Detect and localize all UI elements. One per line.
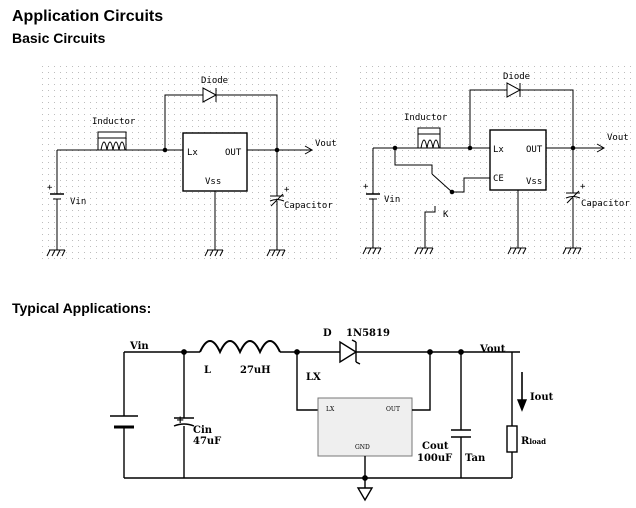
polarity-plus: + bbox=[176, 415, 184, 426]
ground-symbol bbox=[46, 249, 66, 257]
circuit-basic-2-labels: Diode Inductor Lx OUT CE Vss Vout Vin Ca… bbox=[363, 72, 630, 220]
heading-basic-circuits: Basic Circuits bbox=[12, 30, 106, 46]
wire bbox=[424, 206, 436, 248]
wire bbox=[520, 89, 574, 148]
label-cout: Cout bbox=[422, 441, 449, 452]
inductor-symbol bbox=[97, 131, 127, 151]
label-capacitor: Capacitor bbox=[284, 201, 333, 211]
ic-box bbox=[317, 397, 413, 457]
label-rload-sub: load bbox=[529, 437, 546, 446]
arrow bbox=[304, 145, 314, 155]
label-capacitor: Capacitor bbox=[581, 199, 630, 209]
circuit-typical-labels: Vin D 1N5819 Vout L 27uH LX LX OUT GND C… bbox=[129, 328, 554, 464]
label-l-value: 27uH bbox=[240, 365, 271, 376]
ground-symbol bbox=[356, 478, 374, 502]
label-switch-k: K bbox=[443, 210, 449, 220]
switch-arm bbox=[431, 173, 453, 193]
label-d: D bbox=[323, 328, 332, 339]
label-cin: Cin bbox=[193, 425, 213, 436]
ground-symbol bbox=[562, 247, 582, 255]
label-vin: Vin bbox=[129, 341, 149, 352]
resistor-symbol bbox=[506, 425, 518, 453]
label-iout: Iout bbox=[530, 392, 554, 403]
ground-symbol bbox=[204, 249, 224, 257]
polarity-plus: + bbox=[363, 182, 369, 192]
heading-application-circuits: Application Circuits bbox=[12, 8, 164, 25]
capacitor-symbol bbox=[269, 193, 285, 207]
pin-out: OUT bbox=[225, 148, 242, 158]
ground-symbol bbox=[362, 247, 382, 255]
pin-gnd: GND bbox=[355, 444, 370, 451]
polarity-plus: + bbox=[47, 183, 53, 193]
arrow bbox=[596, 143, 606, 153]
circuit-basic-2 bbox=[356, 66, 632, 264]
pin-vss: Vss bbox=[205, 177, 221, 187]
ground-symbol bbox=[507, 247, 527, 255]
label-vin: Vin bbox=[384, 195, 400, 205]
circuit-typical bbox=[110, 339, 528, 502]
label-tan: Tan bbox=[465, 453, 486, 464]
inductor-symbol bbox=[417, 127, 441, 149]
capacitor-symbol bbox=[565, 190, 581, 204]
polarity-plus: + bbox=[580, 182, 586, 192]
pin-out: OUT bbox=[386, 406, 400, 413]
wire bbox=[394, 148, 433, 174]
inductor-symbol bbox=[199, 340, 281, 355]
wire bbox=[469, 89, 507, 148]
label-diode: Diode bbox=[503, 72, 530, 82]
label-vout: Vout bbox=[607, 133, 629, 143]
label-lx-net: LX bbox=[306, 372, 321, 383]
pin-lx: LX bbox=[326, 406, 335, 413]
pin-lx: Lx bbox=[493, 145, 504, 155]
wire bbox=[216, 94, 278, 150]
ic-box bbox=[489, 129, 547, 191]
label-cout-value: 100uF bbox=[417, 453, 452, 464]
capacitor-cin-symbol bbox=[173, 417, 195, 427]
label-rload-r: R bbox=[521, 436, 530, 447]
capacitor-cout-symbol bbox=[451, 429, 471, 438]
wire bbox=[164, 94, 203, 150]
heading-typical-applications: Typical Applications: bbox=[12, 300, 152, 316]
current-arrow-head bbox=[516, 399, 528, 412]
ground-symbol bbox=[266, 249, 286, 257]
polarity-plus: + bbox=[284, 185, 290, 195]
pin-out: OUT bbox=[526, 145, 543, 155]
wire bbox=[296, 352, 318, 411]
label-diode: Diode bbox=[201, 76, 228, 86]
ground-symbol bbox=[414, 247, 434, 255]
label-vout: Vout bbox=[479, 344, 506, 355]
circuit-basic-1-labels: Diode Inductor Lx OUT Vss Vout Vin Capac… bbox=[47, 76, 337, 211]
pin-vss: Vss bbox=[526, 177, 542, 187]
pin-ce: CE bbox=[493, 174, 504, 184]
wire bbox=[412, 352, 431, 411]
label-l: L bbox=[204, 365, 211, 376]
label-rload: Rload bbox=[521, 436, 546, 447]
wire bbox=[452, 177, 490, 193]
circuit-basic-1 bbox=[40, 66, 340, 264]
label-vin: Vin bbox=[70, 197, 86, 207]
battery-symbol bbox=[110, 415, 138, 429]
pin-lx: Lx bbox=[187, 148, 198, 158]
label-cin-value: 47uF bbox=[193, 436, 221, 447]
label-inductor: Inductor bbox=[404, 113, 448, 123]
label-diode-part: 1N5819 bbox=[346, 328, 390, 339]
label-inductor: Inductor bbox=[92, 117, 136, 127]
label-vout: Vout bbox=[315, 139, 337, 149]
